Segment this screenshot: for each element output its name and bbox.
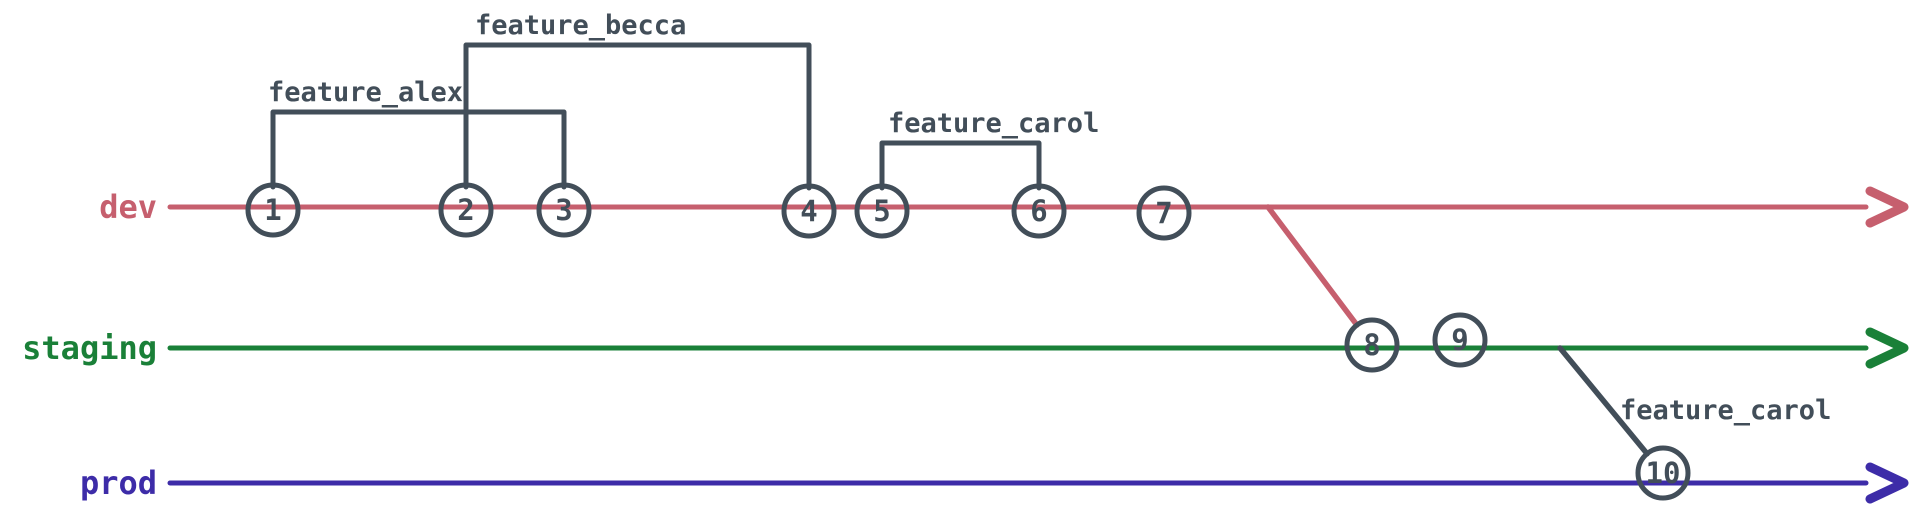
commit-number: 5: [873, 194, 890, 228]
feature-bracket-feature_carol: [879, 140, 1042, 191]
commit-node-5: [854, 183, 910, 239]
merge-line-to-commit-8: [1265, 204, 1360, 328]
arrowhead-icon: [1865, 462, 1909, 504]
commit-number: 1: [264, 193, 281, 227]
commit-node-8: [1344, 317, 1400, 373]
commit-number: 9: [1451, 323, 1468, 357]
commit-number: 7: [1155, 196, 1172, 230]
feature-bracket-feature_becca: [463, 42, 812, 191]
commit-node-4: [781, 183, 837, 239]
commit-number: 6: [1030, 194, 1047, 228]
feature-bracket-feature_alex: [270, 109, 567, 190]
commit-number: 3: [555, 193, 572, 227]
commit-node-10: [1635, 445, 1691, 501]
branch-label-prod: prod: [80, 464, 157, 502]
commit-node-7: [1136, 185, 1192, 241]
feature-branch-label: feature_carol: [1620, 395, 1831, 426]
feature-branch-label: feature_becca: [475, 10, 686, 41]
commit-node-3: [536, 182, 592, 238]
commit-number: 10: [1646, 456, 1681, 490]
arrowhead-icon: [1865, 327, 1909, 369]
arrowhead-icon: [1865, 186, 1909, 228]
merge-line-to-commit-10: [1557, 345, 1650, 457]
commit-number: 8: [1363, 328, 1380, 362]
commit-node-9: [1432, 312, 1488, 368]
commit-node-6: [1011, 183, 1067, 239]
commit-node-2: [438, 182, 494, 238]
branch-label-staging: staging: [22, 329, 157, 367]
feature-branch-label: feature_alex: [268, 77, 463, 108]
commit-number: 4: [800, 194, 817, 228]
commit-number: 2: [457, 193, 474, 227]
commit-node-1: [245, 182, 301, 238]
branch-label-dev: dev: [99, 188, 157, 226]
feature-branch-label: feature_carol: [888, 108, 1099, 139]
